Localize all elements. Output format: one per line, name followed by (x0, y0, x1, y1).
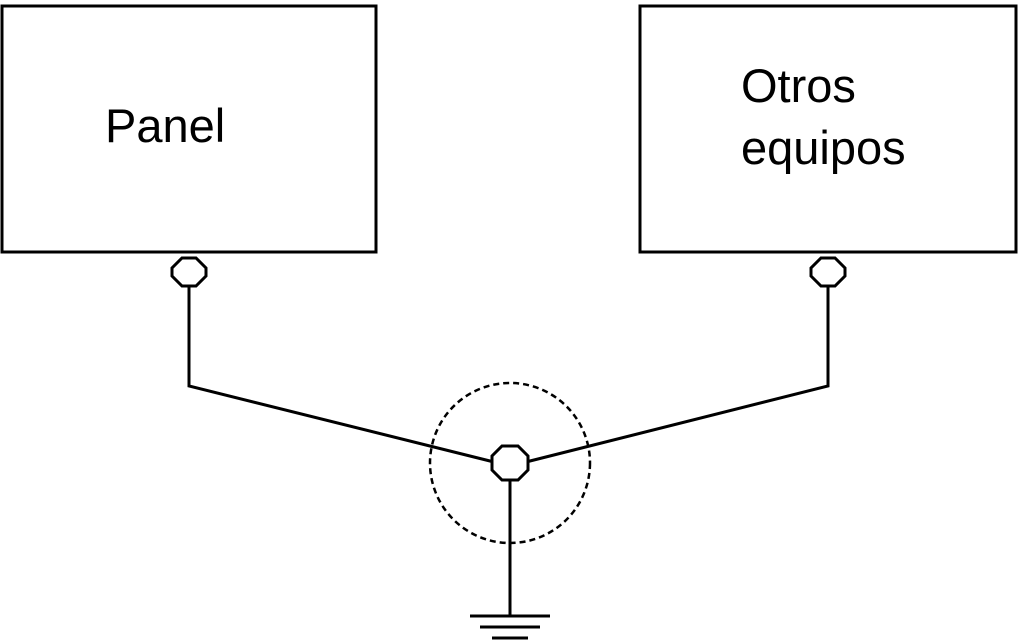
panel-ground-wire (187, 286, 495, 464)
other-equipment-block: Otros equipos (638, 4, 1018, 254)
equipment-terminal-icon (809, 256, 847, 288)
panel-label: Panel (105, 99, 225, 152)
other-equipment-label-line2: equipos (741, 121, 906, 174)
panel-terminal-icon (170, 256, 208, 288)
panel-block: Panel (0, 4, 378, 254)
common-ground-terminal-icon (490, 444, 530, 482)
other-equipment-box (638, 4, 1018, 254)
panel-box (0, 4, 378, 254)
other-equipment-label-line1: Otros (741, 59, 856, 112)
bonding-zone-circle (428, 381, 592, 545)
equipment-ground-wire (525, 286, 830, 464)
ground-icon (470, 614, 550, 640)
